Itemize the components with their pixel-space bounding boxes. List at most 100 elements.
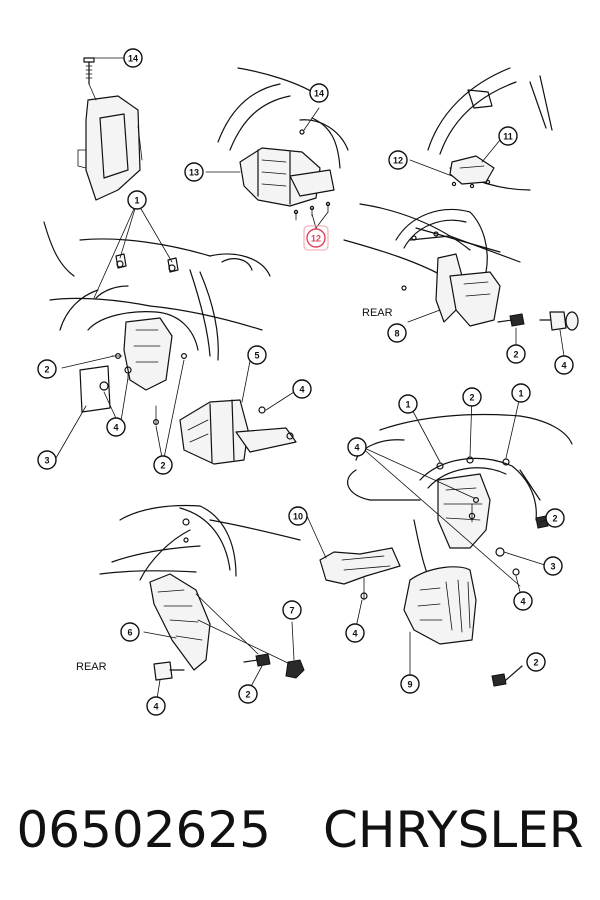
callout-circle [545,508,565,528]
callout-circle [388,150,408,170]
callout-4: 4 [292,379,312,399]
callout-2: 2 [37,359,57,379]
callout-2: 2 [238,684,258,704]
callout-circle [123,48,143,68]
callout-6: 6 [120,622,140,642]
callout-circle [106,417,126,437]
callout-12: 12 [388,150,408,170]
callout-1: 1 [127,190,147,210]
callout-circle [511,383,531,403]
callout-9: 9 [400,674,420,694]
callout-number: 2 [513,350,518,360]
callout-11: 11 [498,126,518,146]
callout-circle [120,622,140,642]
callout-4: 4 [347,437,367,457]
callout-number: 4 [520,597,525,607]
rear-wheelhouse-bracket [343,203,579,357]
callout-circle [184,162,204,182]
callout-circle [153,455,173,475]
callout-14: 14 [123,48,143,68]
callout-circle [282,600,302,620]
callout-3: 3 [37,450,57,470]
callout-2: 2 [462,387,482,407]
callout-number: 12 [393,156,403,166]
callout-circle [306,228,326,248]
callout-circle [462,387,482,407]
parts-diagram: REAR REAR 141413121112182452443212142103… [37,48,579,716]
callout-number: 14 [128,54,138,64]
rear-shield-assembly [99,504,305,706]
callout-number: 6 [127,628,132,638]
callout-4: 4 [513,591,533,611]
callout-number: 5 [254,351,259,361]
callout-4: 4 [554,355,574,375]
callout-number: 3 [44,456,49,466]
callout-circle [146,696,166,716]
callout-5: 5 [247,345,267,365]
callout-2: 2 [545,508,565,528]
callout-1: 1 [511,383,531,403]
callout-circle [398,394,418,414]
rear-label-left: REAR [76,661,107,673]
front-wheelhouse-assembly [43,201,297,465]
callout-circle [288,506,308,526]
callout-number: 3 [550,562,555,572]
callout-number: 2 [552,514,557,524]
callout-10: 10 [288,506,308,526]
callout-number: 13 [189,168,199,178]
callout-number: 4 [113,423,118,433]
callout-circle [498,126,518,146]
callout-number: 4 [561,361,566,371]
callout-1: 1 [398,394,418,414]
callout-circle [400,674,420,694]
callout-number: 9 [407,680,412,690]
callout-circle [513,591,533,611]
callout-number: 1 [405,400,410,410]
callout-circle [37,450,57,470]
callout-circle [238,684,258,704]
highlight-box [303,225,329,251]
callout-circle [347,437,367,457]
fender-bracket-top-right [409,67,553,191]
callout-circle [127,190,147,210]
callout-number: 4 [352,629,357,639]
callout-circle [309,83,329,103]
callout-circle [292,379,312,399]
callout-number: 14 [314,89,324,99]
callout-number: 1 [518,389,523,399]
callout-number: 7 [289,606,294,616]
callout-12: 12 [303,225,329,251]
footer: 06502625 CHRYSLER [0,790,600,870]
callout-circle [526,652,546,672]
callout-4: 4 [146,696,166,716]
callout-3: 3 [543,556,563,576]
fender-bracket-top-middle [205,67,349,229]
callout-circle [345,623,365,643]
callout-circle [37,359,57,379]
callout-number: 4 [299,385,304,395]
callout-number: 4 [354,443,359,453]
callout-number: 4 [153,702,158,712]
callout-2: 2 [526,652,546,672]
part-number: 06502625 [16,801,271,859]
rear-label-right: REAR [362,307,393,319]
callout-number: 10 [293,512,303,522]
callout-circle [554,355,574,375]
callout-13: 13 [184,162,204,182]
callout-circle [387,323,407,343]
callout-14: 14 [309,83,329,103]
bracket-assembly-top-left [77,57,143,201]
callout-number: 8 [394,329,399,339]
callout-number: 2 [245,690,250,700]
callout-circle [506,344,526,364]
callout-number: 12 [311,234,321,244]
callout-number: 1 [134,196,139,206]
callout-2: 2 [506,344,526,364]
callout-number: 2 [160,461,165,471]
callout-number: 2 [533,658,538,668]
callout-circle [543,556,563,576]
callout-number: 2 [469,393,474,403]
callout-4: 4 [345,623,365,643]
brand-name: CHRYSLER [322,801,584,859]
